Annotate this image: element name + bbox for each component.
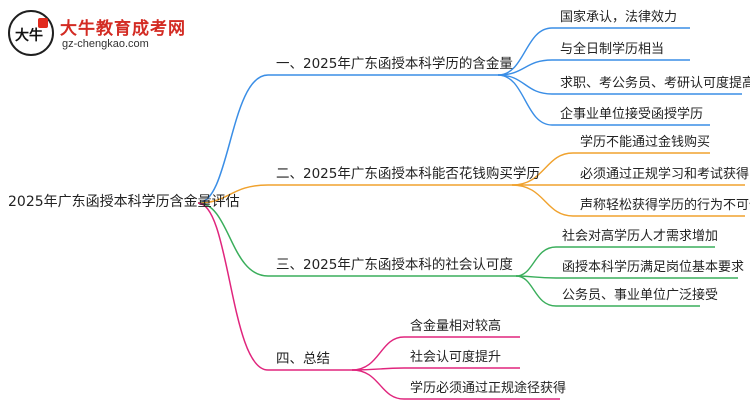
root-node: 2025年广东函授本科学历含金量评估 bbox=[8, 194, 240, 210]
trunk-line-1 bbox=[197, 74, 498, 204]
leaf-4-3: 学历必须通过正规途径获得 bbox=[410, 381, 567, 396]
leaf-line-1-1 bbox=[497, 27, 690, 76]
leaf-line-3-2 bbox=[515, 275, 738, 279]
logo-mark-icon: 大牛 bbox=[8, 10, 54, 56]
leaf-3-1: 社会对高学历人才需求增加 bbox=[562, 229, 719, 244]
leaf-line-1-3 bbox=[497, 74, 742, 95]
trunk-line-2 bbox=[197, 184, 512, 204]
logo-glyph: 大牛 bbox=[15, 28, 43, 44]
leaf-line-3-3 bbox=[515, 275, 700, 307]
branch-1-label: 一、2025年广东函授本科学历的含金量 bbox=[276, 56, 513, 72]
leaf-line-2-1 bbox=[511, 152, 710, 186]
logo-accent-icon bbox=[38, 18, 48, 28]
leaf-1-1: 国家承认，法律效力 bbox=[560, 10, 678, 25]
leaf-4-2: 社会认可度提升 bbox=[410, 350, 502, 365]
leaf-line-1-4 bbox=[497, 74, 710, 126]
leaf-3-2: 函授本科学历满足岗位基本要求 bbox=[562, 260, 745, 275]
leaf-2-3: 声称轻松获得学历的行为不可信 bbox=[580, 198, 750, 213]
trunk-line-3 bbox=[197, 202, 516, 277]
leaf-2-1: 学历不能通过金钱购买 bbox=[580, 135, 711, 150]
logo-url: gz-chengkao.com bbox=[62, 38, 149, 50]
leaf-line-4-1 bbox=[351, 336, 520, 371]
branch-2-label: 二、2025年广东函授本科能否花钱购买学历 bbox=[276, 166, 540, 182]
leaf-1-4: 企事业单位接受函授学历 bbox=[560, 107, 704, 122]
trunk-line-4 bbox=[197, 202, 352, 371]
leaf-line-1-2 bbox=[497, 59, 690, 76]
brand-logo: 大牛 大牛教育成考网 gz-chengkao.com bbox=[8, 8, 198, 58]
logo-title: 大牛教育成考网 bbox=[60, 19, 186, 39]
leaf-1-2: 与全日制学历相当 bbox=[560, 42, 665, 57]
leaf-3-3: 公务员、事业单位广泛接受 bbox=[562, 288, 719, 303]
leaf-2-2: 必须通过正规学习和考试获得 bbox=[580, 167, 750, 182]
leaf-1-3: 求职、考公务员、考研认可度提高 bbox=[560, 76, 750, 91]
branch-3-label: 三、2025年广东函授本科的社会认可度 bbox=[276, 257, 513, 273]
leaf-line-4-3 bbox=[351, 369, 560, 400]
leaf-4-1: 含金量相对较高 bbox=[410, 319, 502, 334]
branch-4-label: 四、总结 bbox=[276, 351, 330, 367]
leaf-line-3-1 bbox=[515, 246, 715, 277]
leaf-line-4-2 bbox=[351, 367, 520, 371]
leaf-line-2-3 bbox=[511, 184, 745, 217]
